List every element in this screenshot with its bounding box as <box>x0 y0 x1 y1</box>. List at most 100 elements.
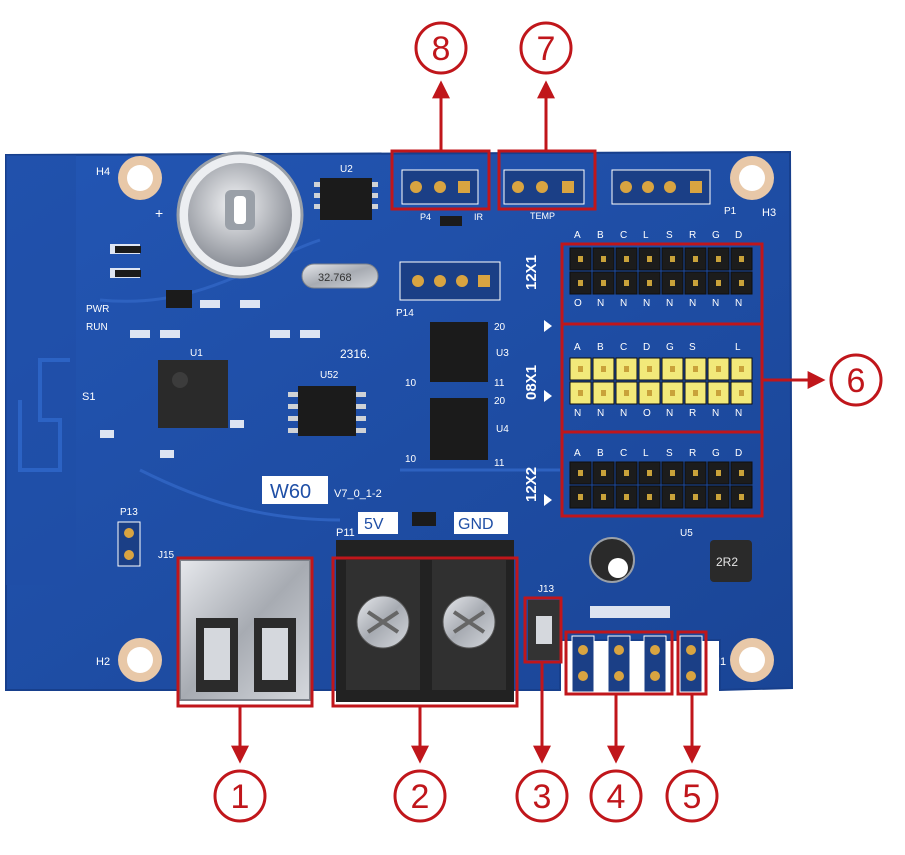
hub-12x2-pin-tip <box>601 494 606 500</box>
silk-port-label: P11 <box>336 527 355 539</box>
svg-text:S: S <box>666 230 673 241</box>
svg-text:4: 4 <box>607 778 626 816</box>
silk-port-label: J13 <box>538 584 555 595</box>
silk-chip-label: U4 <box>496 424 509 435</box>
svg-text:D: D <box>735 230 742 241</box>
chip-u52: U52 <box>288 370 366 436</box>
svg-text:N: N <box>597 298 604 309</box>
chip-u2: U2 <box>314 164 378 220</box>
svg-text:8: 8 <box>432 30 451 68</box>
hub-08x1-pin-tip <box>578 366 583 372</box>
label-5v: 5V <box>364 516 384 533</box>
hub-group-label-12x2: 12X2 <box>523 467 540 502</box>
silk-ir-label: IR <box>474 212 484 222</box>
mount-hole-h3 <box>730 156 774 200</box>
svg-text:N: N <box>666 408 673 419</box>
hub-12x1-pin-tip <box>624 256 629 262</box>
silk-row-number: 11 <box>494 458 505 469</box>
header-p14: P14 <box>396 261 501 319</box>
annotation-box-1 <box>176 556 314 708</box>
svg-text:O: O <box>574 298 582 309</box>
svg-text:B: B <box>597 342 604 353</box>
svg-text:G: G <box>666 342 674 353</box>
hub-08x1-pin-tip <box>624 366 629 372</box>
version-label: V7_0_1-2 <box>334 488 382 500</box>
hub-08x1-pin-tip <box>693 390 698 396</box>
hub-12x1-pin-tip <box>601 280 606 286</box>
silk-hole-label: H2 <box>96 656 110 668</box>
svg-text:N: N <box>620 298 627 309</box>
header-p13: P13 <box>117 507 141 567</box>
hub-08x1-pin-tip <box>670 366 675 372</box>
svg-text:C: C <box>620 230 627 241</box>
svg-text:D: D <box>643 342 650 353</box>
hub-12x2-pin-tip <box>670 470 675 476</box>
svg-text:L: L <box>735 342 741 353</box>
hub-group-label-12x1: 12X1 <box>523 255 540 290</box>
electrolytic-cap <box>589 537 635 583</box>
svg-text:A: A <box>574 342 581 353</box>
silk-port-label: S1 <box>82 391 95 403</box>
hub-08x1-pin-tip <box>647 390 652 396</box>
svg-text:D: D <box>735 448 742 459</box>
key-pins <box>571 635 703 693</box>
hub-08x1-pin-tip <box>670 390 675 396</box>
hub-12x2-pin-tip <box>624 494 629 500</box>
svg-text:G: G <box>712 230 720 241</box>
svg-text:N: N <box>643 298 650 309</box>
silk-chip-label: U1 <box>190 348 203 359</box>
hub-12x1-pin-tip <box>647 280 652 286</box>
silk-port-label: J15 <box>158 550 175 561</box>
silk-misc-label: 2316. <box>340 347 370 361</box>
svg-text:B: B <box>597 448 604 459</box>
hub-08x1-pin-tip <box>624 390 629 396</box>
marker-3: 3 <box>515 769 569 823</box>
hub-08x1-pin-tip <box>716 366 721 372</box>
svg-text:5: 5 <box>683 778 702 816</box>
silk-row-number: 20 <box>494 396 506 407</box>
svg-text:N: N <box>620 408 627 419</box>
hub-12x1-pin-tip <box>693 280 698 286</box>
svg-text:C: C <box>620 342 627 353</box>
hub-08x1-pin-tip <box>601 390 606 396</box>
silk-chip-label: U2 <box>340 164 353 175</box>
hub-12x1-pin-tip <box>670 256 675 262</box>
crystal-y2: 32.768 <box>301 263 379 289</box>
hub-08x1-pin-tip <box>601 366 606 372</box>
pin-letters-12x2: A B C L S R G D <box>574 448 742 459</box>
switch-s1: J13 <box>528 584 560 660</box>
hub-08x1-pin-tip <box>578 390 583 396</box>
svg-text:6: 6 <box>847 362 866 400</box>
hub-12x1-pin-tip <box>624 280 629 286</box>
hub-header-12x2 <box>569 461 753 509</box>
hub-12x2-pin-tip <box>624 470 629 476</box>
svg-text:N: N <box>735 298 742 309</box>
hub-08x1-pin-tip <box>739 390 744 396</box>
silk-inductor-label: 2R2 <box>716 555 738 569</box>
hub-12x1-pin-tip <box>670 280 675 286</box>
svg-text:7: 7 <box>537 30 556 68</box>
svg-text:N: N <box>574 408 581 419</box>
svg-text:N: N <box>735 408 742 419</box>
svg-text:R: R <box>689 408 696 419</box>
hub-12x2-pin-tip <box>716 494 721 500</box>
hub-12x1-pin-tip <box>716 280 721 286</box>
silk-port-label: P1 <box>724 206 737 217</box>
svg-text:3: 3 <box>533 778 552 816</box>
hub-12x2-pin-tip <box>647 470 652 476</box>
silk-port-label: P14 <box>396 308 414 319</box>
pin-letters-08x1: A B C D G S L N N N O N R N N <box>574 342 742 419</box>
silk-hole-label: H1 <box>712 656 726 668</box>
chip-u1: U1 <box>158 348 228 428</box>
svg-text:N: N <box>666 298 673 309</box>
svg-text:R: R <box>689 448 696 459</box>
silk-temp-label: TEMP <box>530 211 555 221</box>
silk-led-label: RUN <box>86 322 108 333</box>
hub-12x2-pin-tip <box>739 470 744 476</box>
silk-chip-label: U3 <box>496 348 509 359</box>
chip-u3: U3 <box>430 322 509 382</box>
annotation-box-4 <box>564 630 674 696</box>
svg-text:+: + <box>155 205 163 221</box>
svg-text:N: N <box>712 298 719 309</box>
